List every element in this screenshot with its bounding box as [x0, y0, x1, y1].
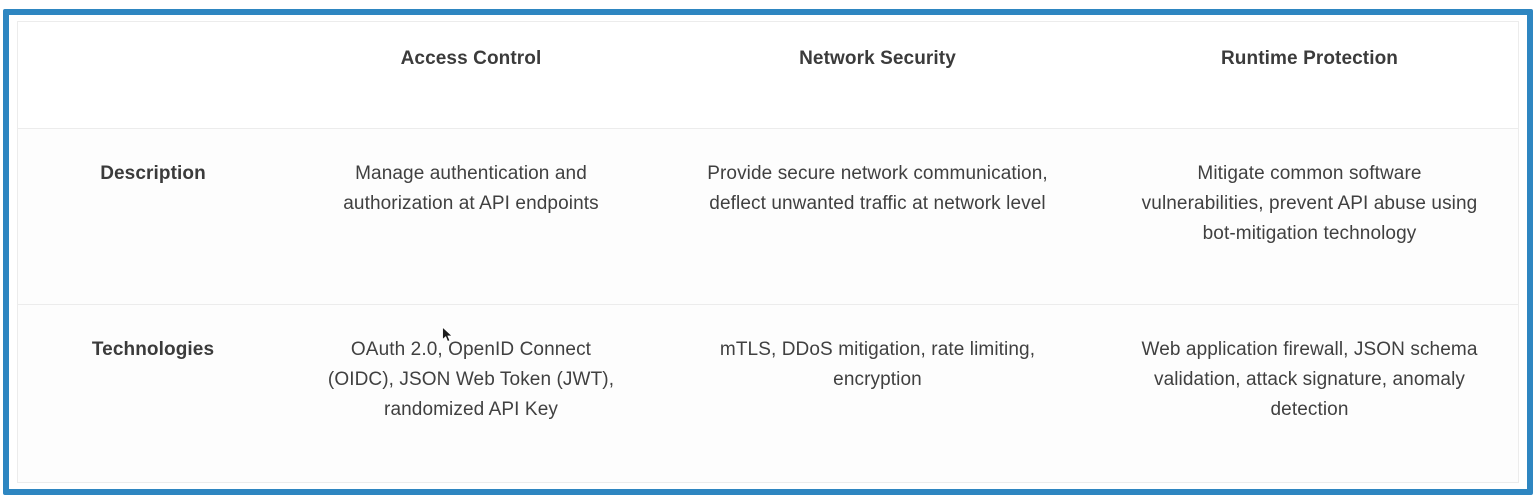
cell-description-network-security: Provide secure network communication, de…	[654, 128, 1101, 304]
api-security-comparison-table: Access Control Network Security Runtime …	[17, 21, 1519, 483]
highlight-frame: Access Control Network Security Runtime …	[3, 9, 1533, 495]
cell-text-line: deflect unwanted traffic at network leve…	[709, 193, 1046, 214]
cell-text-line: Web application firewall, JSON schema	[1141, 339, 1478, 360]
row-label-technologies: Technologies	[18, 304, 288, 482]
cell-text-line: bot-mitigation technology	[1202, 223, 1417, 244]
cell-description-runtime-protection: Mitigate common software vulnerabilities…	[1101, 128, 1518, 304]
cell-text-line: vulnerabilities, prevent API abuse using	[1141, 193, 1478, 214]
row-label-description: Description	[18, 128, 288, 304]
cell-text-line: Manage authentication and	[355, 163, 587, 184]
cell-technologies-runtime-protection: Web application firewall, JSON schema va…	[1101, 304, 1518, 482]
cell-text-line: validation, attack signature, anomaly	[1153, 369, 1466, 390]
cell-description-access-control: Manage authentication and authorization …	[288, 128, 654, 304]
cell-text-line: authorization at API endpoints	[343, 193, 599, 214]
cell-text-line: Provide secure network communication,	[707, 163, 1048, 184]
cell-text-line: Mitigate common software	[1197, 163, 1422, 184]
cell-technologies-network-security: mTLS, DDoS mitigation, rate limiting, en…	[654, 304, 1101, 482]
column-header-network-security: Network Security	[799, 48, 956, 69]
cell-text-line: (OIDC), JSON Web Token (JWT),	[327, 369, 615, 390]
cell-text-line: mTLS, DDoS mitigation, rate limiting,	[719, 339, 1036, 360]
cell-technologies-access-control: OAuth 2.0, OpenID Connect (OIDC), JSON W…	[288, 304, 654, 482]
column-header-runtime-protection: Runtime Protection	[1220, 48, 1399, 69]
cell-text-line: encryption	[833, 369, 922, 390]
header-empty-cell	[18, 22, 288, 128]
cell-text-line: OAuth 2.0, OpenID Connect	[350, 339, 592, 360]
cell-text-line: randomized API Key	[384, 399, 558, 420]
column-header-access-control: Access Control	[400, 48, 542, 69]
cell-text-line: detection	[1270, 399, 1349, 420]
